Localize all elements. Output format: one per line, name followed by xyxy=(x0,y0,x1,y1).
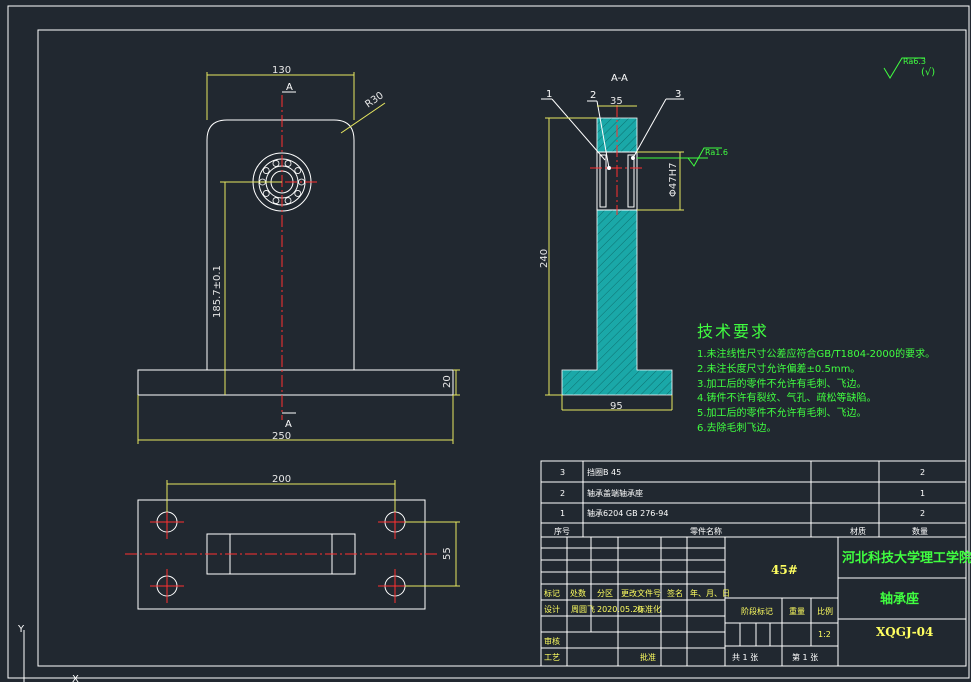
part-qty: 2 xyxy=(920,509,925,518)
section-title: A-A xyxy=(611,73,628,84)
part-qty: 1 xyxy=(920,489,925,498)
section-mark-top: A xyxy=(286,82,293,93)
tb-approve: 批准 xyxy=(640,652,656,662)
general-roughness-suffix: (√) xyxy=(921,67,935,78)
title-block-frame xyxy=(540,536,967,667)
tb-standardization: 标准化 xyxy=(637,604,661,614)
callout-3: 3 xyxy=(675,89,681,100)
dim-leader-r30 xyxy=(340,102,386,134)
tech-item: 2.未注长度尺寸允许偏差±0.5mm。 xyxy=(697,362,860,375)
tech-requirements: 技术要求 1.未注线性尺寸公差应符合GB/T1804-2000的要求。 2.未注… xyxy=(697,322,935,434)
bearing-ball xyxy=(298,178,305,186)
tech-item: 4.铸件不许有裂纹、气孔、疏松等缺陷。 xyxy=(697,391,877,404)
ucs-icon: Y X xyxy=(17,624,79,682)
bearing-ball xyxy=(284,160,292,167)
part-name: 轴承盖端轴承座 xyxy=(587,488,643,498)
callout-leader xyxy=(551,98,606,161)
roughness-symbol-icon xyxy=(687,147,722,167)
title-block-grid xyxy=(540,536,967,667)
bearing-ball xyxy=(272,160,280,167)
tb-sheet-total: 共 1 张 xyxy=(732,653,758,662)
tb-date-label: 年、月、日 xyxy=(690,588,730,598)
top-view: 200 55 xyxy=(125,474,460,610)
tb-designer-label: 设计 xyxy=(544,604,560,614)
section-roughness: Ra1.6 xyxy=(705,148,728,157)
part-name: 挡圈B 45 xyxy=(587,467,621,477)
front-upright-outline xyxy=(206,119,355,370)
part-no: 1 xyxy=(560,509,565,518)
header-no: 序号 xyxy=(554,526,570,536)
outer-frame xyxy=(7,5,970,679)
dim-base-95: 95 xyxy=(610,401,623,412)
dim-height-185: 185.7±0.1 xyxy=(212,265,223,318)
tb-stage: 阶段标记 xyxy=(741,606,773,616)
tb-weight: 重量 xyxy=(789,606,805,616)
part-no: 2 xyxy=(560,489,565,498)
tb-process: 工艺 xyxy=(544,653,560,662)
tb-sign: 签名 xyxy=(667,588,683,598)
bearing-ball xyxy=(294,190,302,197)
tb-review: 审核 xyxy=(544,636,560,646)
tb-scale: 1:2 xyxy=(818,630,831,639)
dim-base-width-250: 250 xyxy=(272,431,291,442)
section-view: A-A 1 2 3 35 240 Φ47H7 95 xyxy=(539,73,728,412)
inner-frame xyxy=(37,29,967,667)
bearing-ball xyxy=(262,167,270,174)
dim-bore-47: Φ47H7 xyxy=(668,163,679,197)
bearing-right xyxy=(627,154,635,208)
bearing-ball xyxy=(284,197,292,204)
title-block-text: 标记 处数 分区 更改文件号 签名 年、月、日 设计 周圆飞 2020.05.2… xyxy=(544,550,971,662)
tb-mark: 标记 xyxy=(544,588,560,598)
section-body-hatch xyxy=(561,209,673,396)
part-qty: 2 xyxy=(920,468,925,477)
tech-item: 6.去除毛刺飞边。 xyxy=(697,421,777,434)
callout-2: 2 xyxy=(590,90,596,101)
bearing-left xyxy=(599,154,607,208)
part-no: 3 xyxy=(560,468,565,477)
dim-width-130: 130 xyxy=(272,65,291,76)
tech-title: 技术要求 xyxy=(697,322,769,341)
callout-leader xyxy=(596,100,610,169)
ucs-x-label: X xyxy=(72,674,79,682)
tb-change-doc: 更改文件号 xyxy=(621,588,661,598)
tb-count: 处数 xyxy=(570,588,586,598)
dim-height-240: 240 xyxy=(539,249,550,268)
dim-top-35: 35 xyxy=(610,96,623,107)
ucs-y-label: Y xyxy=(17,624,25,635)
tb-zone: 分区 xyxy=(597,589,613,598)
tb-material: 45# xyxy=(771,563,798,577)
tb-drawing-no: XQGJ-04 xyxy=(876,625,933,639)
parts-list xyxy=(540,460,967,538)
general-roughness-value: Ra6.3 xyxy=(903,57,926,66)
tech-item: 1.未注线性尺寸公差应符合GB/T1804-2000的要求。 xyxy=(697,347,935,360)
callout-leader xyxy=(632,98,667,159)
dim-radius-r30: R30 xyxy=(363,90,385,110)
tech-item: 3.加工后的零件不允许有毛刺、飞边。 xyxy=(697,377,867,390)
header-name: 零件名称 xyxy=(690,526,722,536)
dim-hole-spacing-200: 200 xyxy=(272,474,291,485)
front-base xyxy=(137,369,454,396)
bearing-ball xyxy=(294,167,302,174)
front-view: A A 130 R30 185.7±0.1 20 250 xyxy=(137,65,460,444)
header-material: 材质 xyxy=(850,526,866,536)
tb-scale-label: 比例 xyxy=(817,606,833,616)
bearing-ball xyxy=(272,197,280,204)
callout-1: 1 xyxy=(546,89,552,100)
dim-depth-55: 55 xyxy=(442,547,453,560)
header-qty: 数量 xyxy=(912,526,928,536)
roughness-symbol-icon xyxy=(883,57,925,79)
tb-sheet-no: 第 1 张 xyxy=(792,652,818,662)
parts-list-text: 3 挡圈B 45 2 2 轴承盖端轴承座 1 1 轴承6204 GB 276-9… xyxy=(554,467,928,536)
part-name: 轴承6204 GB 276-94 xyxy=(587,508,668,518)
tb-designer: 周圆飞 xyxy=(571,605,595,614)
bearing-ball xyxy=(262,190,270,197)
tb-date: 2020.05.20 xyxy=(597,605,643,614)
general-roughness: Ra6.3 (√) xyxy=(883,57,935,79)
tb-school: 河北科技大学理工学院 xyxy=(842,550,971,566)
tech-item: 5.加工后的零件不允许有毛刺、飞边。 xyxy=(697,406,867,419)
section-mark-bottom: A xyxy=(285,419,292,430)
tb-part-name: 轴承座 xyxy=(880,591,919,607)
dim-base-thickness-20: 20 xyxy=(442,375,453,388)
